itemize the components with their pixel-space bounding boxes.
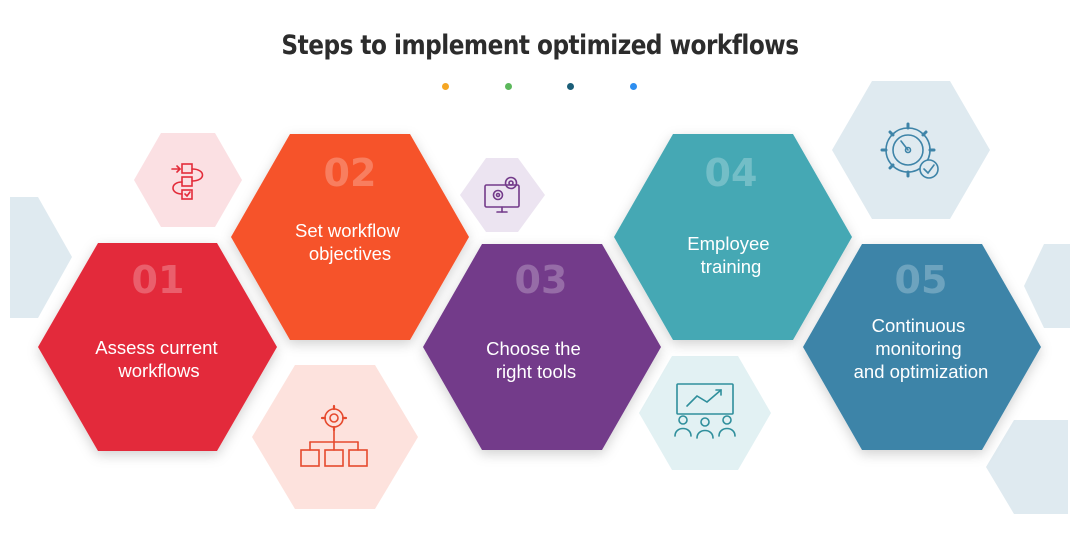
step-label-02: Set workflow objectives (295, 220, 405, 264)
step-label-05-line-1: Continuous (872, 315, 966, 336)
dot-1 (442, 83, 449, 90)
step-label-01-line-1: Assess current (95, 337, 217, 358)
step-label-01: Assess current workflows (95, 337, 223, 381)
performance-gear-icon (880, 122, 939, 179)
step-label-04-line-1: Employee (687, 233, 769, 254)
edge-hex-right-top (1024, 244, 1070, 328)
step-number-02: 02 (324, 151, 377, 195)
step-hex-02 (231, 134, 469, 340)
dot-4 (630, 83, 637, 90)
step-label-01-line-2: workflows (117, 360, 199, 381)
step-label-04-line-2: training (701, 256, 762, 277)
icon-hex-3 (252, 365, 418, 509)
icon-hex-1 (134, 133, 242, 227)
step-number-04: 04 (705, 151, 758, 195)
edge-hex-right-bottom (986, 420, 1068, 514)
step-number-01: 01 (132, 258, 185, 302)
step-label-03: Choose the right tools (486, 338, 586, 382)
process-flow-icon (171, 163, 204, 200)
step-number-03: 03 (515, 258, 568, 302)
title-dots (0, 83, 1080, 91)
diagram-title: Steps to implement optimized workflows (281, 30, 799, 61)
step-label-05-line-2: monitoring (875, 338, 961, 359)
step-label-04: Employee training (687, 233, 774, 277)
step-number-05: 05 (895, 258, 948, 302)
computer-settings-icon (484, 176, 520, 213)
step-hex-03 (423, 244, 661, 450)
step-hex-05 (803, 244, 1041, 450)
step-label-05-line-3: and optimization (854, 361, 989, 382)
step-label-03-line-2: right tools (496, 361, 576, 382)
gear-hierarchy-icon (300, 404, 368, 467)
dot-2 (505, 83, 512, 90)
step-hex-04 (614, 134, 852, 340)
step-label-03-line-1: Choose the (486, 338, 581, 359)
presentation-meeting-icon (674, 383, 736, 439)
dot-3 (567, 83, 574, 90)
step-label-02-line-1: Set workflow (295, 220, 401, 241)
step-label-05: Continuous monitoring and optimization (854, 315, 989, 382)
step-label-02-line-2: objectives (309, 243, 391, 264)
icon-hex-4 (639, 356, 771, 470)
step-hex-01 (38, 243, 277, 451)
edge-hex-left (10, 197, 72, 318)
